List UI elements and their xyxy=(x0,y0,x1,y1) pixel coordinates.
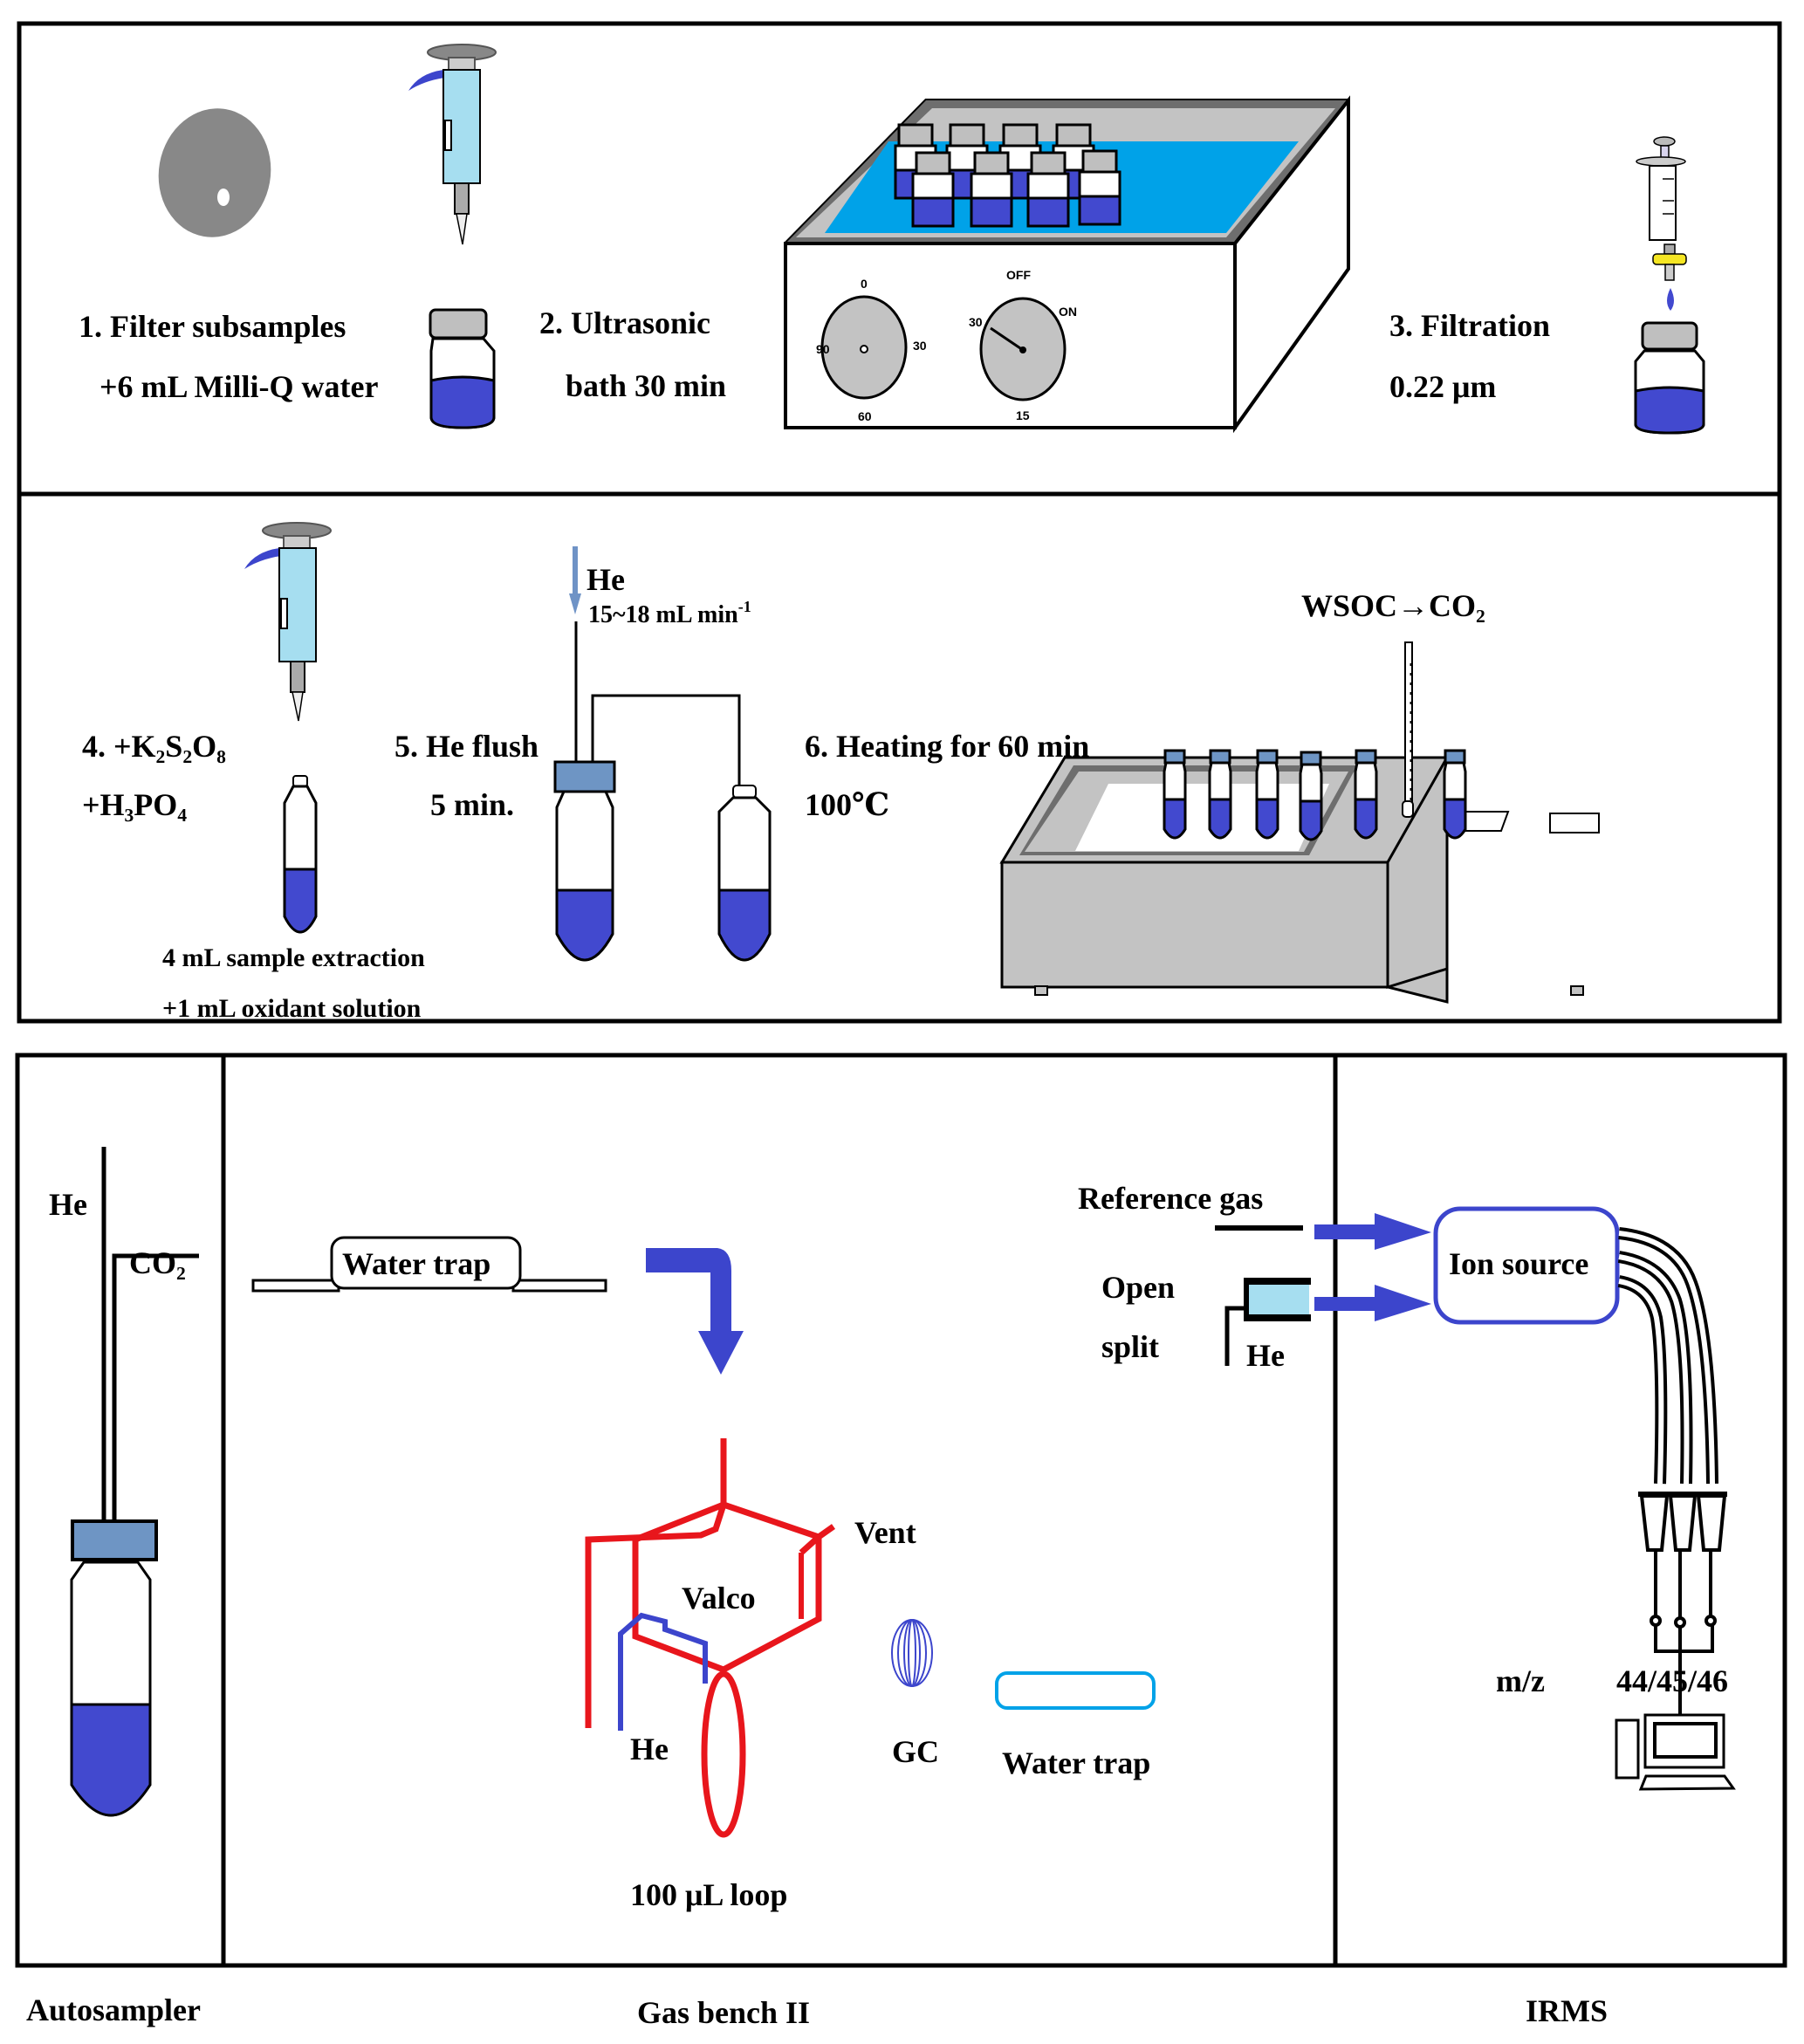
vial-step3-icon xyxy=(1634,321,1705,435)
open-split-he-label: He xyxy=(1246,1338,1285,1373)
computer-icon xyxy=(1615,1713,1736,1791)
dial-left-left: 90 xyxy=(816,342,830,356)
heater-display xyxy=(1549,813,1600,833)
open-split-label-1: Open xyxy=(1101,1270,1175,1305)
water-trap-2-icon xyxy=(995,1671,1156,1710)
step1-line1: 1. Filter subsamples xyxy=(79,309,346,344)
water-trap-1-label: Water trap xyxy=(342,1246,490,1281)
open-split-label-2: split xyxy=(1101,1329,1159,1364)
bath-vials xyxy=(894,123,1121,228)
dial-right-30: 30 xyxy=(969,315,983,329)
filter-disc-icon xyxy=(158,108,271,237)
vial-step1-icon xyxy=(429,308,496,429)
top-box-border xyxy=(17,21,1782,1024)
dial-left-right: 30 xyxy=(913,339,927,353)
step6-line2: 100℃ xyxy=(805,787,889,822)
valco-label: Valco xyxy=(682,1581,756,1615)
autosampler-he-label: He xyxy=(49,1187,87,1222)
test-tube-step4-icon xyxy=(283,775,318,934)
dial-right-off: OFF xyxy=(1006,268,1031,282)
step3-line1: 3. Filtration xyxy=(1389,308,1550,343)
power-dial-right: OFF ON 30 15 xyxy=(969,268,1077,422)
reference-gas-label: Reference gas xyxy=(1078,1181,1263,1216)
flight-tubes xyxy=(1617,1227,1718,1485)
bottom-frame xyxy=(15,1053,1787,1968)
step4-line1: 4. +K₂S₂O₈ xyxy=(82,729,226,764)
gc-label: GC xyxy=(892,1734,939,1769)
ion-source-label: Ion source xyxy=(1449,1246,1588,1281)
he-flow-value: 15~18 mL min xyxy=(588,601,738,628)
ultrasonic-bath-icon: 0 30 60 90 OFF ON 30 15 xyxy=(784,95,1350,434)
pipette-icon xyxy=(408,44,497,245)
reaction-label: WSOC→CO₂ xyxy=(1301,588,1485,623)
bottom-box-border xyxy=(15,1053,1787,1968)
he-flush-assembly: He 15~18 mL min-1 xyxy=(553,546,772,962)
heating-block-icon xyxy=(999,641,1600,1004)
he-flow-rate: 15~18 mL min-1 xyxy=(588,598,751,628)
heating-tubes xyxy=(1163,749,1467,841)
syringe-filter-icon xyxy=(1636,136,1687,311)
timer-dial-left: 0 30 60 90 xyxy=(816,277,927,423)
step1-line2: +6 mL Milli-Q water xyxy=(99,369,378,404)
step4-line2: +H₃PO₄ xyxy=(82,787,187,822)
water-trap-2-label: Water trap xyxy=(1002,1746,1150,1780)
dial-left-bottom: 60 xyxy=(858,409,872,423)
mz-values: 44/45/46 xyxy=(1616,1663,1728,1698)
step6-line1: 6. Heating for 60 min xyxy=(805,729,1089,764)
dial-right-15: 15 xyxy=(1016,408,1030,422)
faraday-cups-icon xyxy=(1638,1492,1727,1714)
vent-label: Vent xyxy=(854,1515,916,1550)
reference-arrow-icon xyxy=(1314,1213,1431,1250)
autosampler-co2-label: CO₂ xyxy=(129,1245,186,1280)
autosampler-assembly: He CO₂ xyxy=(49,1147,199,1817)
step3-line2: 0.22 μm xyxy=(1389,369,1496,404)
water-trap-1: Water trap xyxy=(251,1236,607,1293)
gc-column-icon xyxy=(891,1619,933,1687)
step5-line2: 5 min. xyxy=(430,787,514,822)
dial-left-top: 0 xyxy=(861,277,868,291)
mz-label: m/z xyxy=(1496,1663,1545,1698)
he-flow-exponent: -1 xyxy=(738,598,751,615)
step5-line1: 5. He flush xyxy=(394,729,538,764)
he-label: He xyxy=(586,562,625,597)
section-label-autosampler: Autosampler xyxy=(26,1993,201,2027)
ion-source-box xyxy=(1433,1206,1620,1325)
section-label-irms: IRMS xyxy=(1526,1993,1608,2028)
sample-note-line2: +1 mL oxidant solution xyxy=(162,994,422,1023)
he-carrier-label: He xyxy=(630,1732,669,1766)
pipette-step4-icon xyxy=(244,522,332,722)
flow-arrow-icon xyxy=(646,1248,744,1375)
loop-label: 100 μL loop xyxy=(630,1877,787,1912)
step2-line1: 2. Ultrasonic xyxy=(539,305,710,340)
he-inlet-arrow-icon xyxy=(569,546,581,614)
sample-arrow-icon xyxy=(1314,1285,1431,1321)
sample-note-line1: 4 mL sample extraction xyxy=(162,943,425,972)
thermometer-icon xyxy=(1402,641,1414,818)
top-frame xyxy=(17,21,1782,1024)
section-label-gas-bench: Gas bench II xyxy=(637,1995,810,2030)
step2-line2: bath 30 min xyxy=(566,368,726,403)
dial-right-on: ON xyxy=(1059,305,1077,319)
valco-valve: Valco Vent He 100 μL loop xyxy=(585,1438,916,1912)
open-split-icon xyxy=(1224,1278,1311,1366)
carrier-gas-line xyxy=(618,1612,708,1731)
